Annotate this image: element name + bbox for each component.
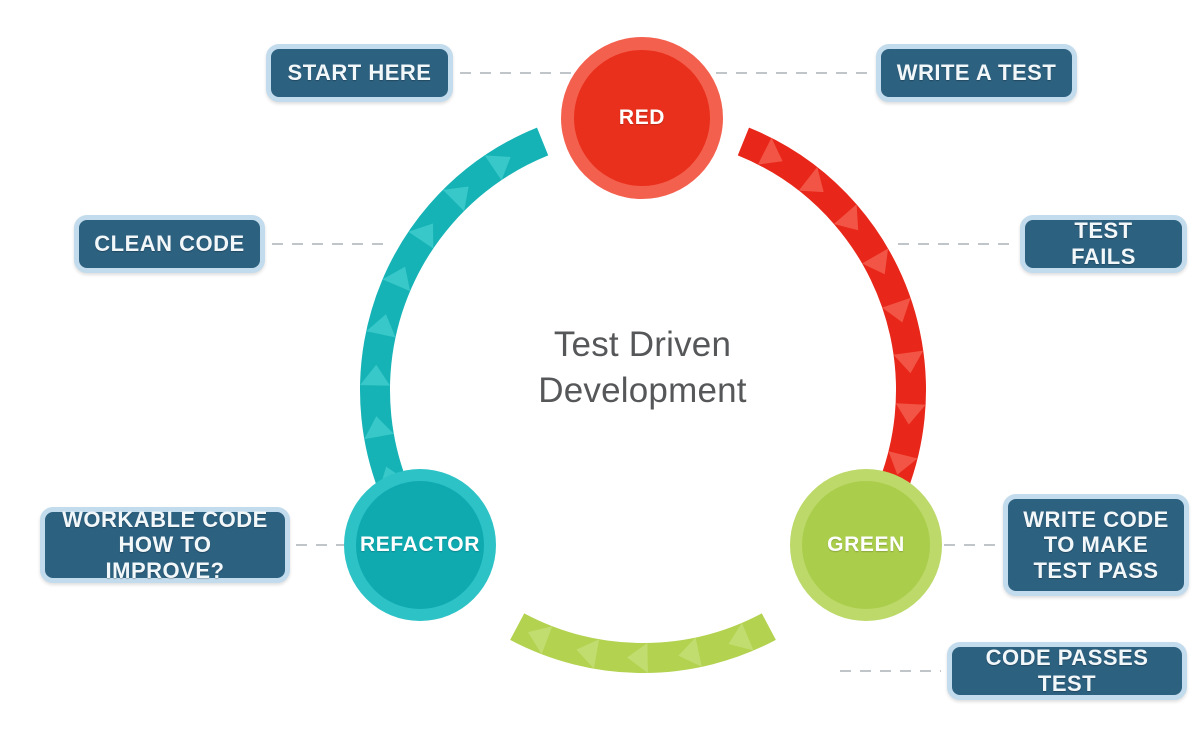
arc-chevron-icon [442, 186, 469, 212]
arc-green-to-refactor [510, 613, 776, 673]
arc-chevron-icon [366, 314, 396, 338]
callout-write-code[interactable]: WRITE CODE TO MAKE TEST PASS [1003, 494, 1189, 596]
arc-chevron-icon [893, 350, 924, 374]
arc-chevron-icon [382, 266, 411, 292]
arc-chevron-icon [757, 137, 783, 165]
arc-chevron-icon [408, 223, 434, 249]
node-green[interactable] [790, 469, 942, 621]
arc-chevron-icon [833, 204, 859, 231]
arc-chevron-icon [364, 416, 394, 440]
callout-workable-code[interactable]: WORKABLE CODE HOW TO IMPROVE? [40, 507, 290, 583]
arc-chevron-icon [528, 626, 553, 655]
callout-code-passes[interactable]: CODE PASSES TEST [947, 642, 1187, 700]
node-refactor[interactable] [344, 469, 496, 621]
arc-chevron-icon [576, 639, 600, 669]
arc-chevron-icon [728, 622, 754, 651]
callout-start-here[interactable]: START HERE [266, 44, 453, 102]
node-core-red [574, 50, 710, 186]
arc-chevron-icon [882, 297, 911, 323]
arc-chevron-icon [360, 364, 390, 386]
arc-chevron-icon [678, 637, 702, 667]
arc-chevron-icon [798, 167, 824, 193]
node-red[interactable] [561, 37, 723, 199]
node-core-green [802, 481, 930, 609]
connector-lines [272, 72, 1014, 672]
callout-clean-code[interactable]: CLEAN CODE [74, 215, 265, 273]
arc-chevron-icon [484, 155, 511, 181]
callout-write-a-test[interactable]: WRITE A TEST [876, 44, 1077, 102]
arc-chevron-icon [627, 643, 648, 673]
arc-chevron-icon [895, 403, 926, 425]
arc-chevron-icon [888, 451, 918, 475]
callout-test-fails[interactable]: TEST FAILS [1020, 215, 1187, 273]
arc-chevron-icon [862, 248, 889, 275]
cycle-nodes [344, 37, 942, 621]
node-core-refactor [356, 481, 484, 609]
